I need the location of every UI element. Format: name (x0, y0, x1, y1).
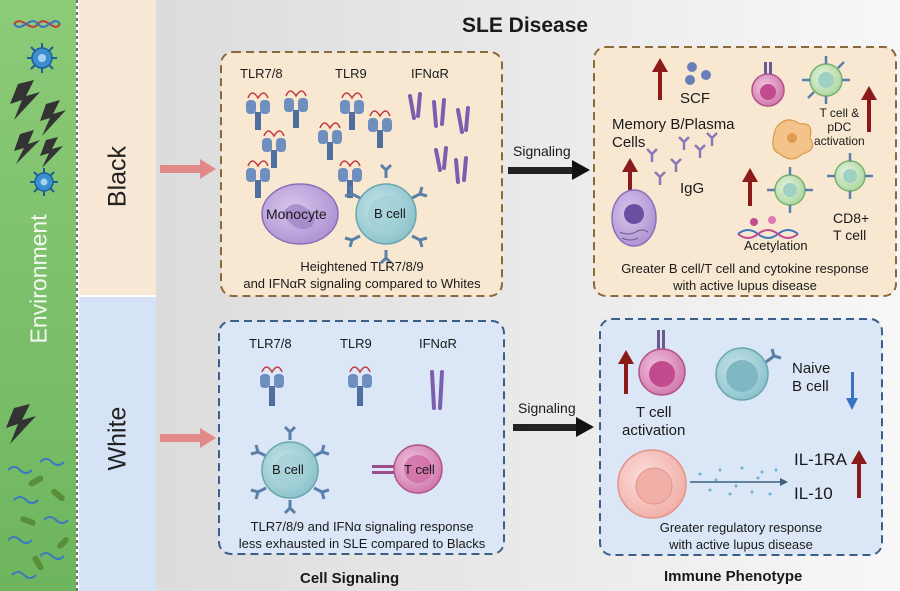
receptor-label: IFNαR (419, 336, 457, 351)
receptor-icon (246, 90, 392, 198)
igg-label: IgG (680, 180, 705, 197)
black-input-arrow (160, 159, 216, 179)
receptor-label: IFNαR (411, 66, 449, 81)
black-group-band (79, 0, 156, 296)
cytokine-release-icon (690, 466, 788, 496)
scf-molecules-icon (685, 62, 711, 85)
bacteria-icon (20, 475, 69, 571)
scf-label: SCF (680, 90, 710, 107)
virus-icon (30, 168, 58, 196)
white-phenotype-caption: Greater regulatory response with active … (659, 520, 823, 552)
lightning-icon (10, 80, 66, 168)
lightning-icon (6, 404, 36, 444)
receptor-label: TLR7/8 (240, 66, 283, 81)
naive-b-label: Naive B cell (792, 360, 831, 395)
cd8-label: CD8+ T cell (833, 210, 870, 243)
acetylation-dna-icon (737, 216, 799, 239)
il1ra-label: IL-1RA (794, 450, 847, 469)
black-signaling-arrow (508, 160, 590, 180)
cell-label: B cell (374, 206, 406, 221)
group-label-white: White (103, 406, 132, 471)
section-label-immune-phenotype: Immune Phenotype (664, 568, 803, 585)
section-label-cell-signaling: Cell Signaling (300, 570, 400, 587)
ifnar-receptor-icon (430, 370, 444, 410)
down-arrow (846, 372, 858, 410)
black-signaling-caption: Heightened TLR7/8/9 and IFNαR signaling … (243, 259, 481, 291)
black-phenotype-caption: Greater B cell/T cell and cytokine respo… (621, 261, 869, 293)
receptor-icon (260, 366, 372, 406)
black-phenotype-panel (593, 46, 897, 297)
antibody-icon (646, 132, 718, 185)
pdc-cell (772, 119, 814, 160)
t-cell (638, 330, 686, 396)
il10-label: IL-10 (794, 484, 833, 503)
cd8-t-cell (827, 153, 873, 199)
cell-label: B cell (272, 462, 304, 477)
white-input-arrow (160, 428, 216, 448)
receptor-label: TLR9 (340, 336, 372, 351)
t-cell (372, 444, 443, 494)
monocyte-cell (261, 183, 339, 245)
dna-icon (13, 20, 61, 28)
figure-title: SLE Disease (462, 14, 589, 37)
memory-b-label: Memory B/Plasma Cells (612, 116, 735, 151)
signaling-label-white: Signaling (518, 400, 576, 416)
group-label-black: Black (103, 145, 132, 208)
regulatory-cell (617, 449, 687, 519)
t-cell (767, 167, 813, 213)
white-signaling-arrow (513, 417, 594, 437)
up-arrow (618, 350, 867, 498)
tcell-activation-label: T cell activation (622, 404, 686, 439)
environment-label: Environment (25, 214, 52, 344)
b-cell-with-granules (611, 189, 657, 247)
acetylation-label: Acetylation (744, 238, 808, 253)
up-arrow (622, 58, 877, 206)
signaling-label-black: Signaling (513, 143, 571, 159)
bacteria-icon (7, 458, 69, 579)
b-cell (344, 163, 428, 265)
cell-label: T cell (404, 462, 435, 477)
cell-label: Monocyte (266, 206, 327, 222)
white-signaling-caption: TLR7/8/9 and IFNα signaling response les… (238, 519, 486, 551)
tcell-pdc-label: T cell & pDC activation (814, 106, 865, 148)
plasma-cell (751, 62, 785, 107)
white-group-band (79, 296, 156, 591)
b-cell (250, 425, 330, 515)
receptor-label: TLR9 (335, 66, 367, 81)
receptor-label: TLR7/8 (249, 336, 292, 351)
virus-icon (27, 43, 57, 73)
t-cell (802, 56, 850, 104)
ifnar-receptor-icon (408, 92, 470, 184)
naive-b-cell (715, 347, 782, 401)
